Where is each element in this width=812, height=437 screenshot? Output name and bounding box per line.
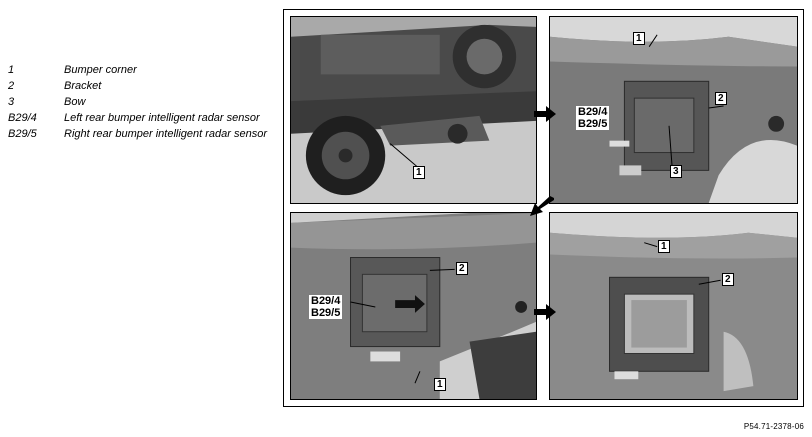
photo-sensor-removal: 2 1 B29/4 B29/5 (290, 212, 537, 400)
legend-item: 3 Bow (8, 96, 276, 108)
callout-1: 1 (633, 32, 645, 45)
sensor-removal-image (291, 213, 536, 399)
vehicle-rear-image (291, 17, 536, 203)
callout-1: 1 (413, 166, 425, 179)
legend-item: 2 Bracket (8, 80, 276, 92)
legend-code: 2 (8, 80, 15, 92)
callout-1: 1 (658, 240, 670, 253)
figure-id: P54.71-2378-06 (743, 422, 804, 431)
callout-2: 2 (456, 262, 468, 275)
callout-sensors: B29/4 B29/5 (309, 295, 343, 319)
callout-sensors: B29/4 B29/5 (576, 106, 610, 130)
arrow-right-icon (534, 106, 556, 122)
label-b29-5: B29/5 (311, 307, 341, 319)
callout-2: 2 (715, 92, 727, 105)
legend-code: B29/4 (8, 112, 37, 124)
legend-item: B29/5 Right rear bumper intelligent rada… (8, 128, 276, 140)
photo-bumper-bracket: 1 2 3 B29/4 B29/5 (549, 16, 798, 204)
figure-frame: 1 1 2 3 B29/4 B29/5 (283, 9, 804, 407)
label-b29-4: B29/4 (311, 295, 341, 307)
legend-code: 3 (8, 96, 15, 108)
legend: 1 Bumper corner 2 Bracket 3 Bow B29/4 Le… (8, 64, 276, 144)
label-b29-4: B29/4 (578, 106, 608, 118)
legend-item: B29/4 Left rear bumper intelligent radar… (8, 112, 276, 124)
legend-text: Bumper corner (64, 64, 137, 76)
bracket-empty-image (550, 213, 797, 399)
legend-code: 1 (8, 64, 15, 76)
legend-text: Bracket (64, 80, 102, 92)
callout-3: 3 (670, 165, 682, 178)
legend-item: 1 Bumper corner (8, 64, 276, 76)
arrow-down-left-icon (530, 196, 554, 216)
callout-1: 1 (434, 378, 446, 391)
legend-text: Bow (64, 96, 86, 108)
legend-code: B29/5 (8, 128, 37, 140)
photo-vehicle-rear: 1 (290, 16, 537, 204)
arrow-right-icon (534, 304, 556, 320)
photo-bracket-empty: 1 2 (549, 212, 798, 400)
legend-text: Right rear bumper intelligent radar sens… (64, 128, 267, 140)
label-b29-5: B29/5 (578, 118, 608, 130)
callout-2: 2 (722, 273, 734, 286)
legend-text: Left rear bumper intelligent radar senso… (64, 112, 260, 124)
